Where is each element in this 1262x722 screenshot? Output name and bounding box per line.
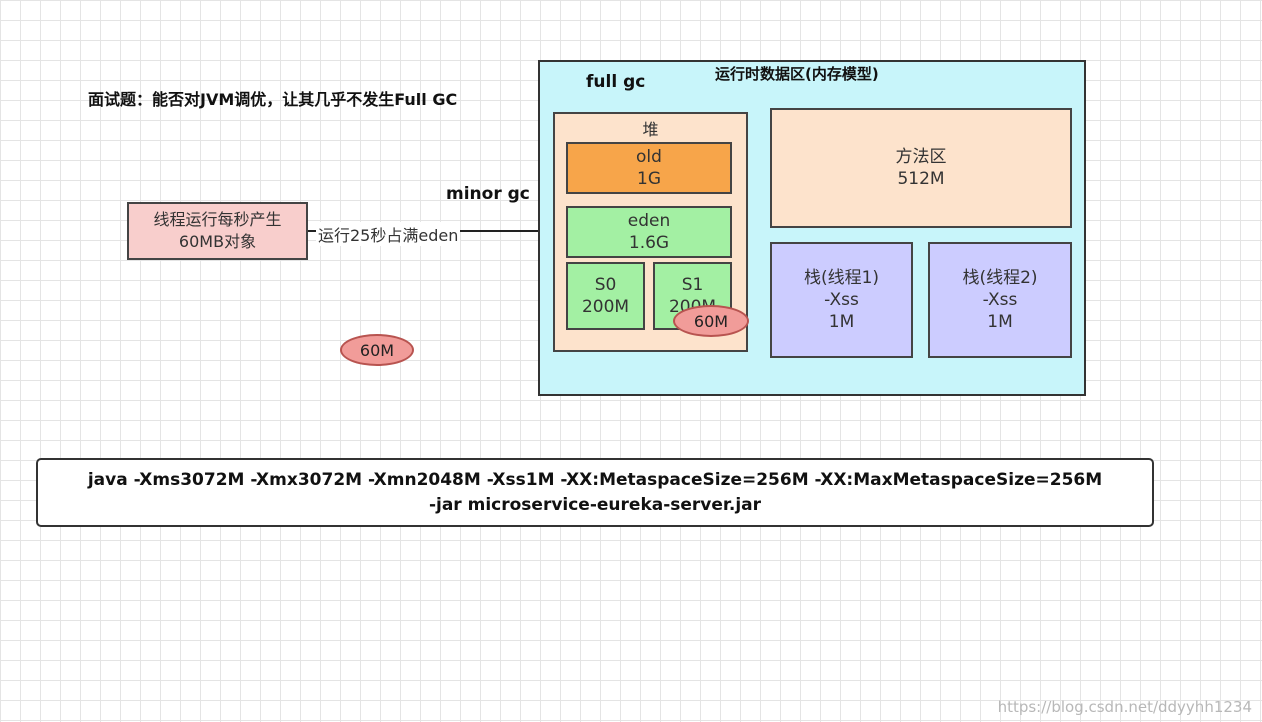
- stack-thread1-box: 栈(线程1) -Xss 1M: [770, 242, 913, 358]
- minor-gc-label: minor gc: [446, 184, 530, 204]
- object-60m-pill-in-survivor: 60M: [673, 305, 749, 337]
- eden-box: eden 1.6G: [566, 206, 732, 258]
- old-gen-size: 1G: [637, 169, 661, 189]
- stack1-name: 栈(线程1): [803, 268, 880, 288]
- method-area-box: 方法区 512M: [770, 108, 1072, 228]
- runtime-area-title: 运行时数据区(内存模型): [715, 65, 879, 83]
- watermark: https://blog.csdn.net/ddyyhh1234: [997, 698, 1252, 716]
- stack2-flag: -Xss: [982, 290, 1018, 310]
- stack2-size: 1M: [987, 312, 1013, 332]
- diagram-title: 面试题：能否对JVM调优，让其几乎不发生Full GC: [88, 90, 458, 109]
- old-gen-box: old 1G: [566, 142, 732, 194]
- arrow-label: 运行25秒占满eden: [316, 222, 461, 246]
- s1-name: S1: [681, 275, 704, 295]
- eden-name: eden: [627, 211, 671, 231]
- thread-box-line1: 线程运行每秒产生: [153, 210, 282, 229]
- command-line2: -jar microservice-eureka-server.jar: [428, 494, 762, 515]
- full-gc-label: full gc: [586, 72, 646, 92]
- thread-box: 线程运行每秒产生 60MB对象: [127, 202, 308, 260]
- s0-size: 200M: [581, 297, 630, 317]
- command-line1: java -Xms3072M -Xmx3072M -Xmn2048M -Xss1…: [87, 469, 1103, 490]
- s0-name: S0: [594, 275, 617, 295]
- stack2-name: 栈(线程2): [962, 268, 1038, 288]
- stack1-size: 1M: [828, 312, 855, 332]
- eden-size: 1.6G: [628, 233, 670, 253]
- method-area-size: 512M: [897, 169, 945, 189]
- object-60m-pill: 60M: [340, 334, 414, 366]
- method-area-name: 方法区: [895, 147, 947, 167]
- thread-box-line2: 60MB对象: [178, 232, 257, 251]
- old-gen-name: old: [636, 147, 662, 167]
- stack1-flag: -Xss: [824, 290, 859, 310]
- stack-thread2-box: 栈(线程2) -Xss 1M: [928, 242, 1072, 358]
- jvm-command-box: java -Xms3072M -Xmx3072M -Xmn2048M -Xss1…: [36, 458, 1154, 527]
- heap-title: 堆: [642, 120, 659, 139]
- survivor-s0-box: S0 200M: [566, 262, 645, 330]
